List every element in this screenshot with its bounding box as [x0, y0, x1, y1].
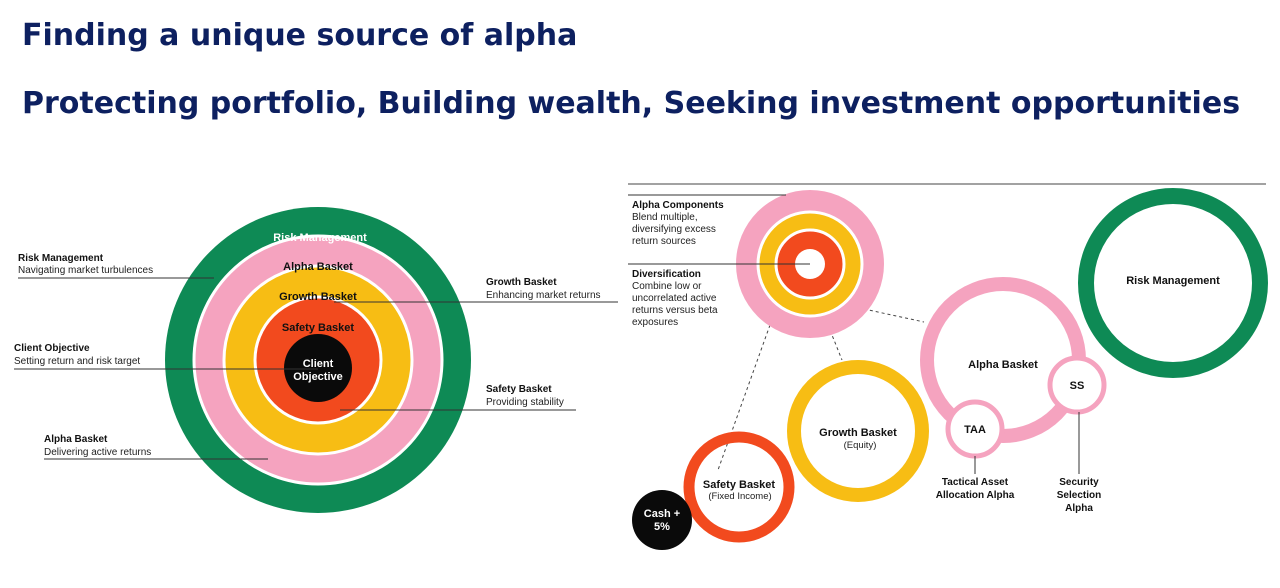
ss-label: SS — [1070, 380, 1085, 392]
connector-alpha — [863, 308, 925, 323]
risk-management-label: Risk Management — [1126, 275, 1220, 287]
ring-label-client-2: Objective — [293, 371, 343, 383]
callout-safety-desc: Providing stability — [486, 397, 564, 408]
safety-basket-sub: (Fixed Income) — [708, 491, 771, 502]
cash-bubble — [632, 490, 692, 550]
growth-basket-label: Growth Basket — [819, 427, 897, 439]
taa-desc-2: Allocation Alpha — [936, 490, 1015, 501]
ring-label-safety: Safety Basket — [282, 322, 354, 334]
diversification-title: Diversification — [632, 269, 701, 280]
taa-desc-1: Tactical Asset — [942, 477, 1009, 488]
ss-desc-3: Alpha — [1065, 503, 1093, 514]
concentric-target-diagram: Risk Management Alpha Basket Growth Bask… — [14, 207, 618, 513]
ring-label-growth: Growth Basket — [279, 291, 357, 303]
alpha-components-line-3: return sources — [632, 236, 696, 247]
alpha-components-title: Alpha Components — [632, 200, 724, 211]
client-objective-core — [284, 334, 352, 402]
callout-client-desc: Setting return and risk target — [14, 356, 140, 367]
growth-basket-bubble — [787, 360, 929, 502]
callout-risk-desc: Navigating market turbulences — [18, 265, 153, 276]
diversification-line-3: returns versus beta — [632, 305, 718, 316]
connector-safety — [717, 324, 771, 471]
callout-growth-desc: Enhancing market returns — [486, 290, 601, 301]
ring-label-client-1: Client — [303, 358, 334, 370]
safety-basket-label: Safety Basket — [703, 479, 775, 491]
callout-risk-title: Risk Management — [18, 253, 104, 264]
main-title: Finding a unique source of alpha — [22, 18, 578, 53]
ring-label-alpha: Alpha Basket — [283, 261, 353, 273]
ss-desc-1: Security — [1059, 477, 1099, 488]
alpha-components-line-2: diversifying excess — [632, 224, 716, 235]
alpha-basket-label: Alpha Basket — [968, 359, 1038, 371]
risk-management-bubble — [1078, 188, 1268, 378]
diversification-line-1: Combine low or — [632, 281, 702, 292]
safety-basket-bubble — [683, 431, 795, 543]
callout-client-title: Client Objective — [14, 343, 90, 354]
ss-desc-2: Selection — [1057, 490, 1101, 501]
bubble-diagram: Risk Management Alpha Basket SS TAA Grow… — [628, 183, 1268, 550]
callout-growth-title: Growth Basket — [486, 277, 557, 288]
cash-label-1: Cash + — [644, 508, 680, 520]
taa-label: TAA — [964, 424, 986, 436]
subtitle: Protecting portfolio, Building wealth, S… — [22, 86, 1241, 121]
diversification-line-4: exposures — [632, 317, 678, 328]
ss-bubble — [1047, 355, 1107, 415]
callout-alpha-title: Alpha Basket — [44, 434, 108, 445]
callout-safety-title: Safety Basket — [486, 384, 552, 395]
alpha-components-line-1: Blend multiple, — [632, 212, 698, 223]
callout-alpha-desc: Delivering active returns — [44, 447, 151, 458]
growth-basket-sub: (Equity) — [844, 440, 877, 451]
diversification-line-2: uncorrelated active — [632, 293, 717, 304]
cash-label-2: 5% — [654, 521, 670, 533]
ring-label-risk: Risk Management — [273, 232, 367, 244]
